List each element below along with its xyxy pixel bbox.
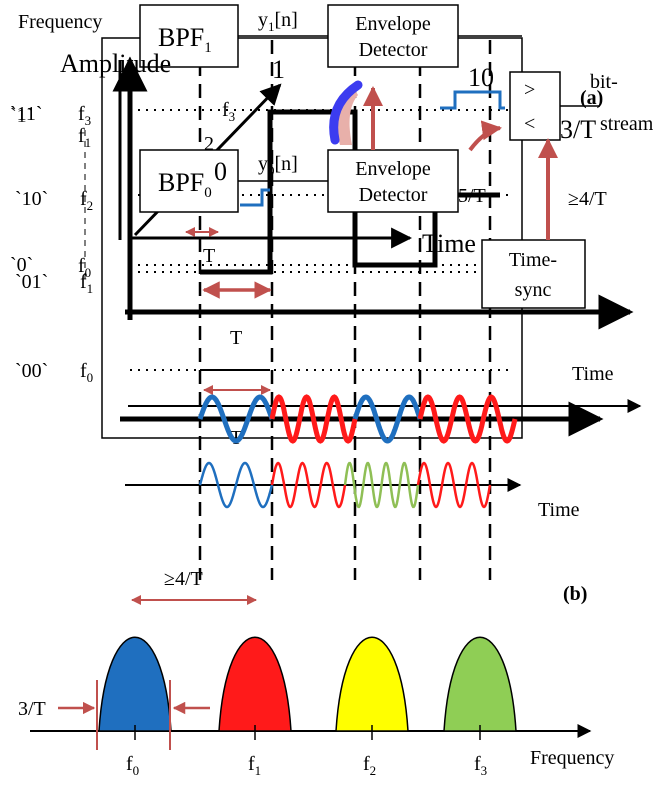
- freq-label-f2: f2: [363, 753, 376, 778]
- level-freq-f3: f3: [78, 103, 91, 128]
- panel-b: Frequency (b) f0 f1 f2 f3 ≥4/T 3/T: [18, 568, 614, 778]
- level-freq-f1: f1: [80, 271, 93, 296]
- comparator-lt: <: [524, 113, 535, 135]
- comparator-box: [509, 71, 561, 141]
- env0-box: [327, 149, 459, 213]
- timesync-line2: sync: [515, 279, 552, 301]
- y0-label: y0[n]: [258, 153, 298, 178]
- panel-a-label: (a): [580, 87, 603, 109]
- panel-a: BPF1 BPF0 y1[n] y0[n] Envelope Detector …: [10, 4, 654, 580]
- env0-line2: Detector: [359, 184, 428, 206]
- env1-box: [327, 4, 459, 68]
- fsk-segment-2: [269, 394, 358, 444]
- inner-f3: f3: [222, 99, 235, 124]
- freq-axis-title: Frequency: [18, 11, 102, 33]
- y1-label: y1[n]: [258, 9, 298, 34]
- bit-10: 10: [468, 63, 494, 92]
- bitstream-line1: bit-: [590, 71, 618, 93]
- outer-time-label: Time: [572, 363, 614, 385]
- env0-arrow: [468, 120, 502, 152]
- spectrum-axis-label: Frequency: [530, 747, 614, 769]
- env1-line1: Envelope: [355, 13, 431, 35]
- t-label-2: T: [230, 327, 242, 349]
- waveform-4fsk: [198, 461, 492, 509]
- env0-pulse: [240, 188, 270, 207]
- timesync-box: [481, 239, 586, 309]
- spectrum-lobes: [98, 636, 517, 740]
- receiver-frame: [101, 37, 523, 439]
- bpf1-label: BPF1: [158, 23, 212, 56]
- inner-time-label: Time: [422, 229, 476, 258]
- t-label-1: T: [203, 245, 215, 267]
- spectrum-lobe-f0: [98, 636, 172, 732]
- spacing-label: ≥4/T: [164, 568, 203, 590]
- freq-label-f1: f1: [248, 753, 261, 778]
- wave-time-label: Time: [538, 499, 580, 521]
- lower-code-0: `0`: [10, 254, 33, 276]
- freq-label-f3: f3: [474, 753, 487, 778]
- rate-5T: 5/T: [458, 185, 486, 207]
- comparator-gt: >: [524, 79, 535, 101]
- t-label-3: T: [230, 427, 242, 449]
- env0-line1: Envelope: [355, 158, 431, 180]
- bpf0-label: BPF0: [158, 168, 212, 201]
- envelope-curve: [329, 80, 363, 145]
- 4fsk-segment-3: [343, 461, 420, 509]
- 4fsk-segment-1: [198, 461, 274, 509]
- level-code-11: `11`: [10, 103, 43, 125]
- amp-axis-title: Amplitude: [60, 49, 171, 78]
- bitstream-line2: stream: [600, 113, 654, 135]
- lower-freq-f1: f1: [78, 125, 91, 150]
- rate-bw: ≥4/T: [568, 188, 607, 210]
- bit-0: 0: [214, 157, 227, 186]
- level-freq-f0: f0: [80, 360, 93, 385]
- rate-3T: 3/T: [560, 115, 596, 144]
- bpf0-box: [139, 149, 239, 213]
- level-code-00: `00`: [15, 360, 48, 382]
- bit-2: 2: [204, 133, 214, 155]
- timesync-line1: Time-: [509, 249, 557, 271]
- fsk-segment-4: [417, 394, 518, 444]
- freq-label-f0: f0: [126, 753, 139, 778]
- level-freq-f2: f2: [80, 188, 93, 213]
- fsk-segment-3: [352, 394, 423, 444]
- level-code-10: `10`: [15, 188, 48, 210]
- bw-label: 3/T: [18, 698, 46, 720]
- spectrum-lobe-f1: [218, 636, 292, 732]
- bit-1: 1: [272, 55, 285, 84]
- level-code-01: `01`: [15, 271, 48, 293]
- waveform-fsk: [197, 394, 518, 444]
- env1-line2: Detector: [359, 39, 428, 61]
- 4fsk-segment-4: [416, 461, 492, 509]
- lower-freq-f0: f0: [78, 255, 91, 280]
- panel-b-label: (b): [563, 583, 587, 605]
- 4fsk-segment-2: [270, 461, 347, 509]
- env1-pulse: [440, 90, 505, 110]
- spectrum-lobe-f3: [443, 636, 517, 732]
- spectrum-lobe-f2: [335, 636, 409, 732]
- fsk-segment-1: [197, 394, 275, 444]
- lower-code-1: `1`: [10, 105, 33, 127]
